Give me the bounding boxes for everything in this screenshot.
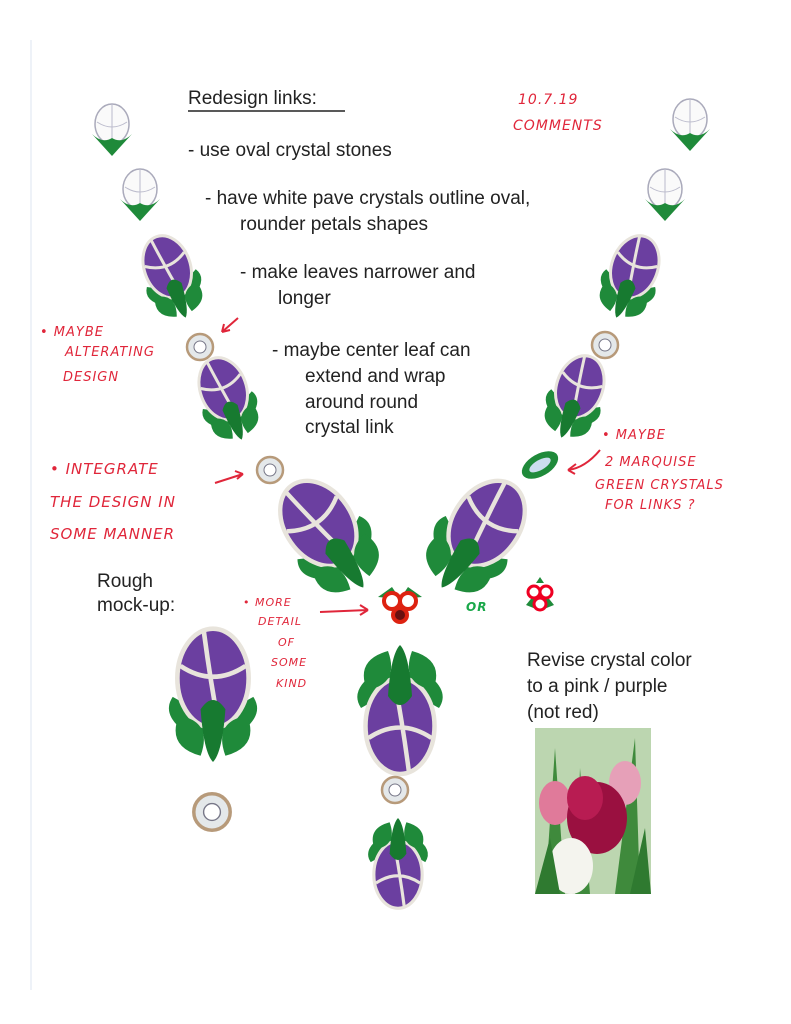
or-label: OR	[466, 600, 488, 614]
note-line: extend and wrap	[305, 366, 446, 387]
center-red-link	[378, 587, 422, 624]
marquise-crystal	[521, 451, 559, 479]
comments-title: COMMENTS	[513, 118, 603, 134]
comment-detail: • MORE	[243, 596, 292, 609]
comment-alternating: DESIGN	[63, 370, 120, 385]
white-bud	[644, 168, 686, 222]
mockup-crystal	[192, 792, 232, 832]
arrow-icon	[214, 470, 244, 484]
color-note: (not red)	[527, 702, 599, 723]
color-note: to a pink / purple	[527, 676, 668, 697]
color-note: Revise crystal color	[527, 650, 692, 671]
note-line: crystal link	[305, 417, 394, 438]
note-line: rounder petals shapes	[240, 214, 429, 235]
pendant-bud-small	[366, 816, 430, 910]
mockup-label: mock-up:	[97, 595, 176, 616]
round-crystal	[380, 775, 410, 805]
note-line: - make leaves narrower and	[240, 262, 476, 283]
white-bud	[669, 98, 711, 152]
comment-integrate: • INTEGRATE	[50, 460, 159, 478]
notes-heading: Redesign links:	[188, 88, 317, 109]
comment-marquise: 2 MARQUISE	[605, 455, 697, 470]
comment-date: 10.7.19	[518, 92, 579, 108]
purple-bud	[184, 347, 270, 451]
arrow-icon	[567, 449, 601, 475]
comment-detail: DETAIL	[258, 615, 303, 628]
white-bud	[119, 168, 161, 222]
red-flower-alternative	[526, 577, 554, 612]
comment-alternating: ALTERATING	[65, 345, 155, 360]
comment-detail: OF	[278, 636, 295, 649]
round-crystal	[590, 330, 620, 360]
pendant-bud	[357, 645, 442, 774]
comment-marquise: • MAYBE	[602, 428, 666, 443]
comment-detail: SOME	[271, 656, 308, 669]
note-line: - use oval crystal stones	[188, 140, 392, 161]
comment-integrate: SOME MANNER	[50, 525, 176, 543]
note-line: - have white pave crystals outline oval,	[205, 188, 531, 209]
comment-integrate: THE DESIGN IN	[50, 493, 176, 511]
comment-marquise: FOR LINKS ?	[605, 498, 696, 513]
arrow-icon	[319, 604, 369, 616]
tulip-photo	[535, 728, 651, 894]
comment-marquise: GREEN CRYSTALS	[595, 478, 724, 493]
white-bud	[91, 103, 133, 157]
purple-bud-large	[258, 462, 397, 611]
purple-bud	[588, 225, 674, 329]
arrow-icon	[221, 317, 239, 333]
comment-detail: KIND	[276, 677, 308, 690]
mockup-label: Rough	[97, 571, 153, 592]
note-line: around round	[305, 392, 419, 413]
mockup-bud	[169, 629, 257, 762]
note-line: - maybe center leaf can	[272, 340, 471, 361]
purple-bud-large	[408, 462, 547, 611]
round-crystal	[255, 455, 285, 485]
round-crystal	[185, 332, 215, 362]
purple-bud	[128, 225, 214, 329]
tulip-image	[535, 728, 651, 894]
comment-alternating: • MAYBE	[40, 325, 104, 340]
note-line: longer	[278, 288, 331, 309]
